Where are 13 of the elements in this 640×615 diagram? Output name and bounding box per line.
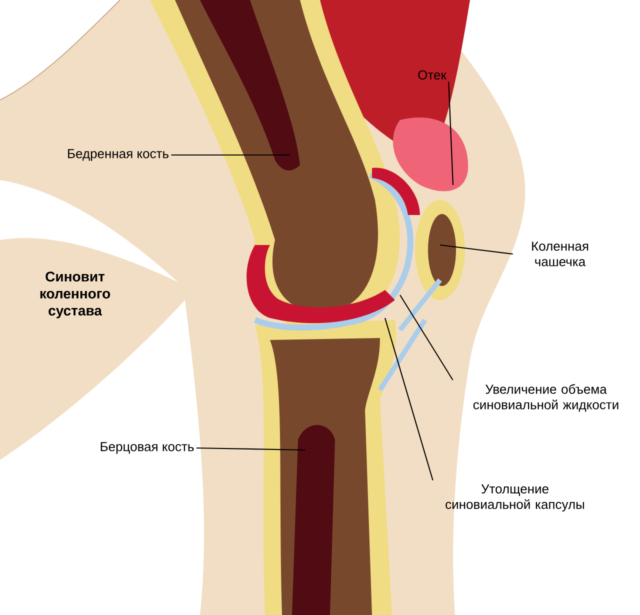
part-label: Утолщение синовиальной капсулы [446, 484, 584, 512]
leader-line [400, 294, 454, 380]
part-label: Бедренная кость [68, 149, 168, 161]
leader-line [448, 82, 454, 186]
part-label: Берцовая кость [100, 442, 194, 454]
leader-line [196, 447, 306, 451]
leader-line [171, 154, 290, 156]
leader-line [384, 318, 434, 480]
part-label: Увеличение объема синовиальной жидкости [473, 384, 618, 412]
leader-line [440, 244, 513, 255]
part-label: Коленная чашечка [532, 242, 588, 266]
diagram-title: Синовит коленного сустава [40, 272, 110, 318]
part-label: Отек [418, 70, 446, 80]
